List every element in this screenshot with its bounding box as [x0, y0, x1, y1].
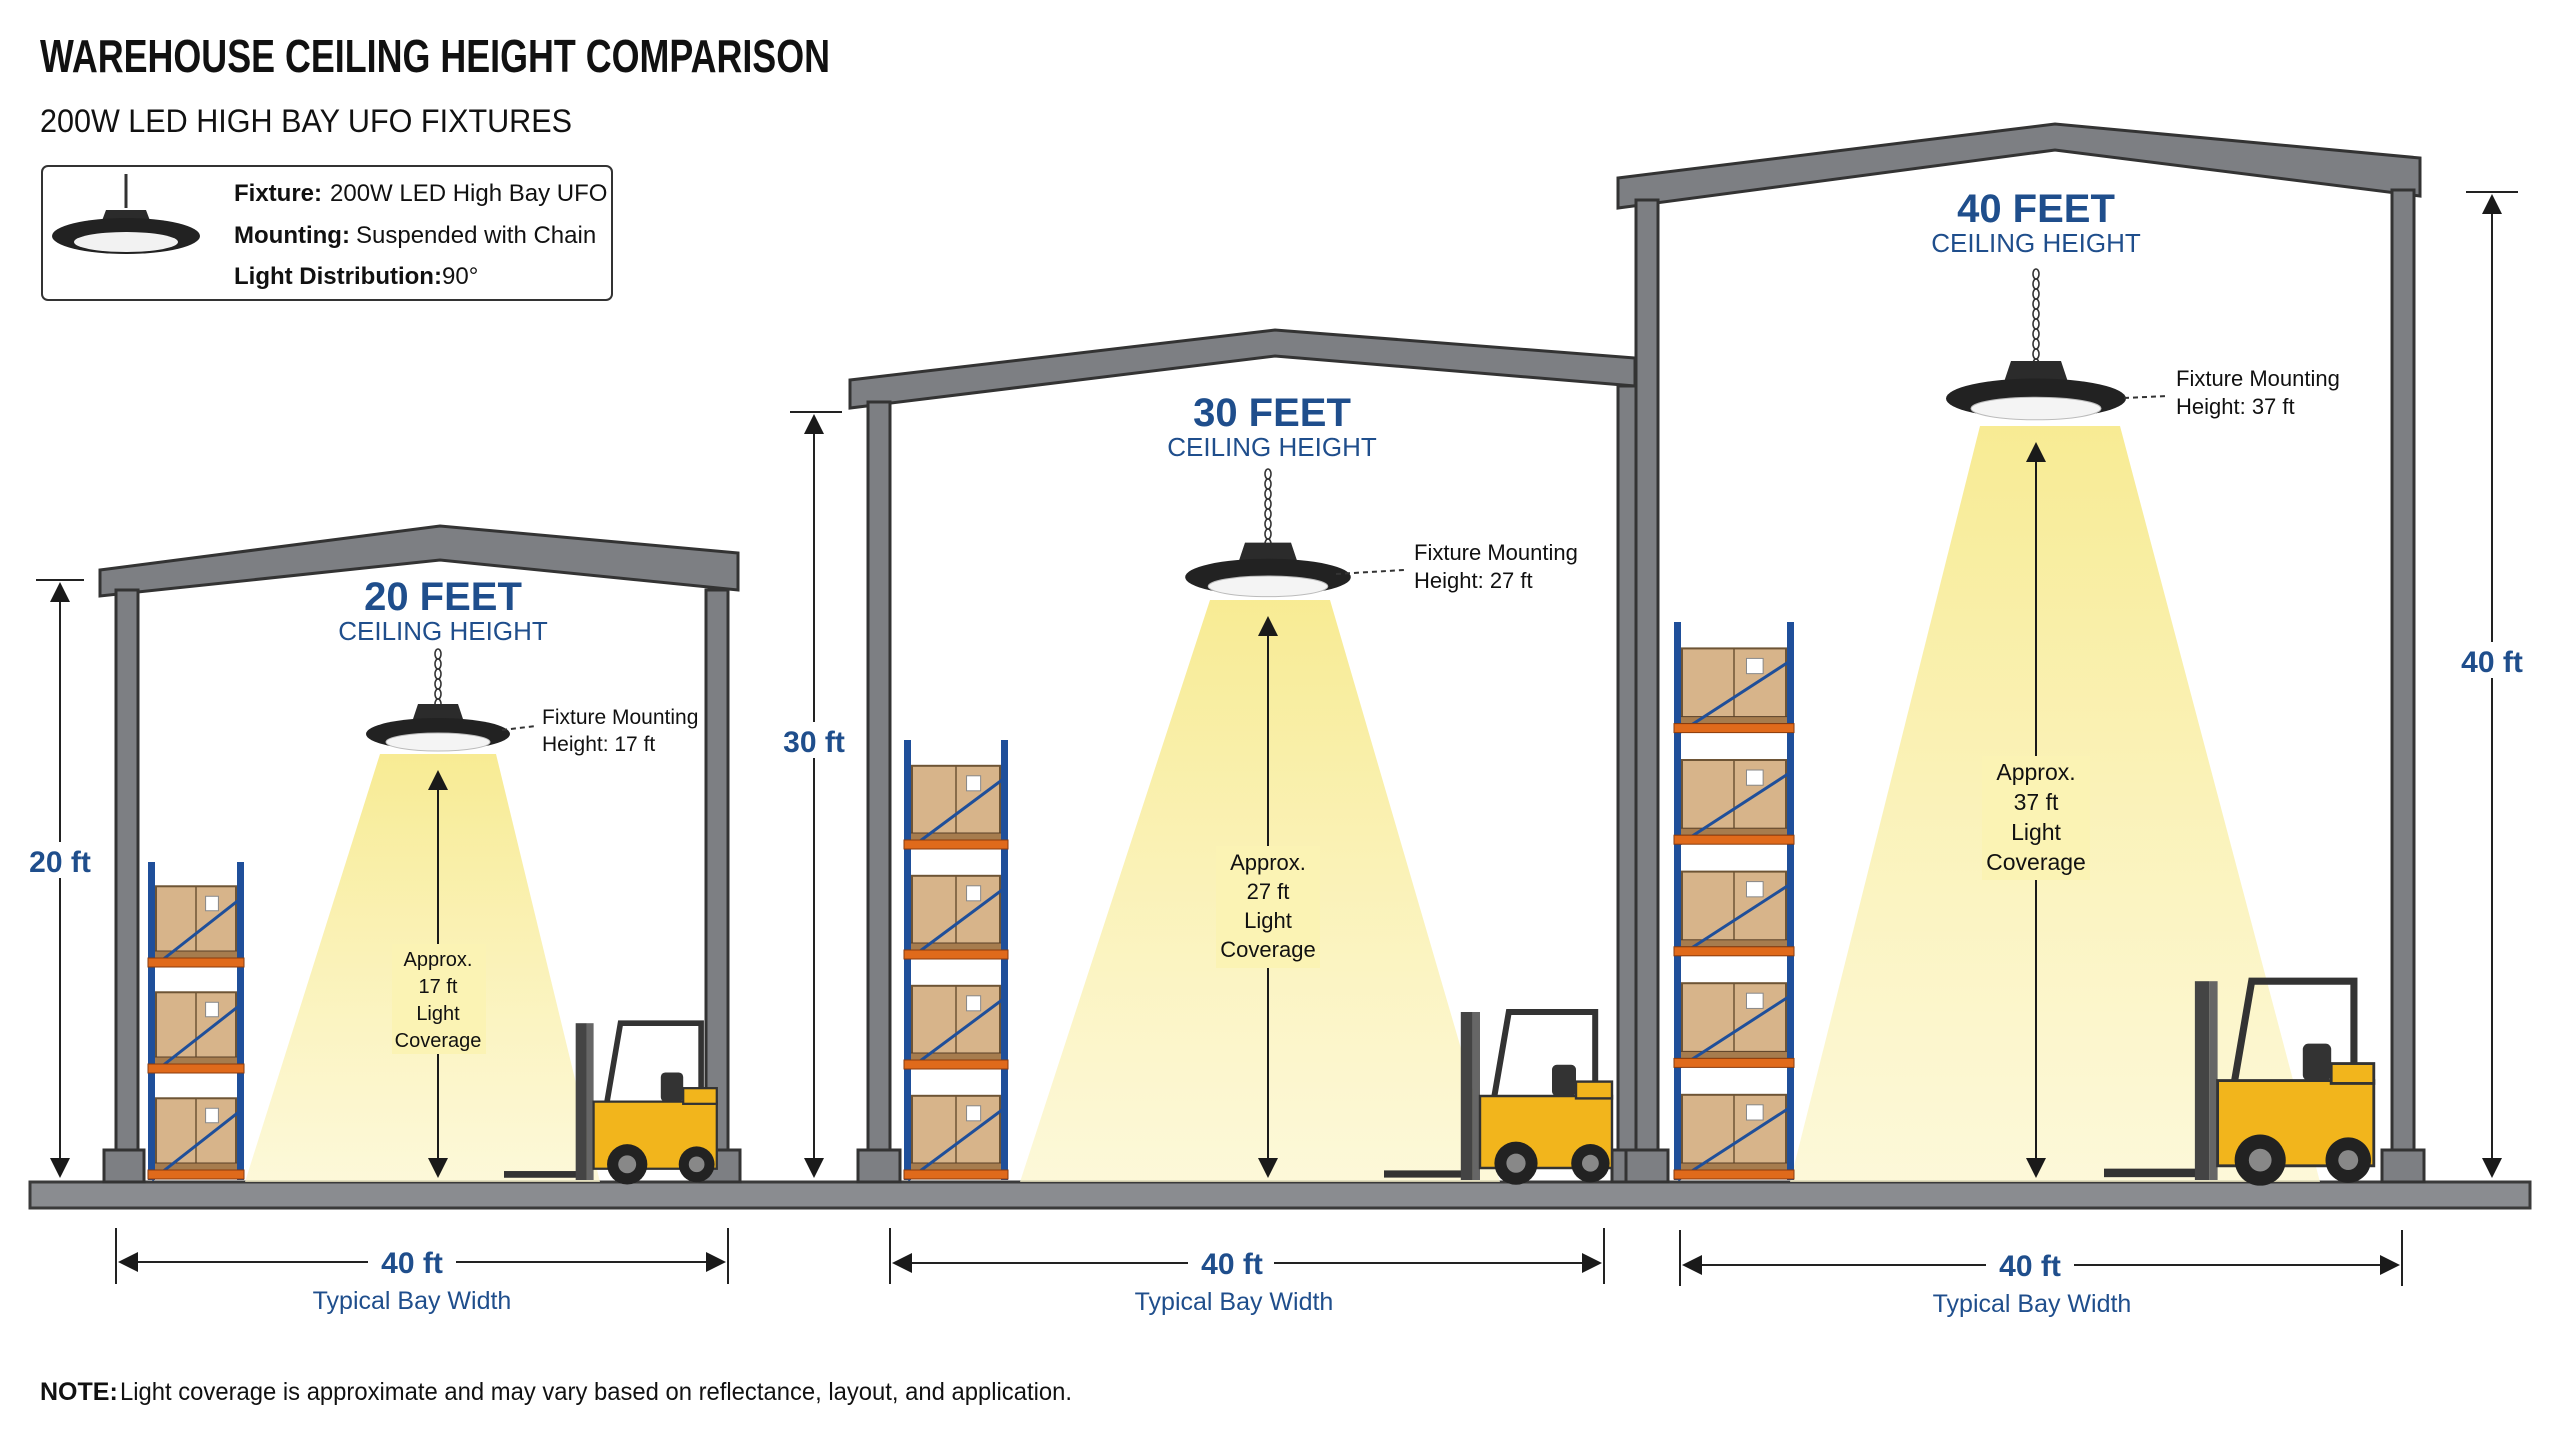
page-subtitle: 200W LED HIGH BAY UFO FIXTURES — [40, 103, 572, 139]
svg-text:Coverage: Coverage — [1986, 849, 2086, 875]
svg-text:Fixture Mounting: Fixture Mounting — [2176, 366, 2340, 391]
bay-3-coverage: Approx. 37 ft Light Coverage — [1982, 442, 2090, 1178]
legend-mounting-value: Suspended with Chain — [356, 222, 596, 249]
cardboard-box — [1679, 1093, 1789, 1171]
svg-text:Light: Light — [2011, 819, 2061, 845]
svg-text:20 FEET: 20 FEET — [364, 575, 522, 619]
svg-text:Approx.: Approx. — [1996, 759, 2075, 785]
svg-text:Fixture Mounting: Fixture Mounting — [542, 706, 698, 729]
forklift-icon — [1384, 1008, 1614, 1185]
cardboard-box — [1679, 982, 1789, 1059]
cardboard-box — [153, 885, 239, 959]
high-bay-fixture-icon — [366, 648, 510, 752]
legend-fixture-value: 200W LED High Bay UFO — [330, 180, 607, 207]
cardboard-box — [909, 764, 1003, 841]
svg-text:Typical Bay Width: Typical Bay Width — [313, 1287, 512, 1315]
bay-2-mount-callout: Fixture Mounting Height: 27 ft — [1335, 540, 1578, 593]
svg-text:Light: Light — [416, 1003, 460, 1025]
svg-text:CEILING HEIGHT: CEILING HEIGHT — [1167, 432, 1377, 462]
bay-3-mount-callout: Fixture Mounting Height: 37 ft — [2123, 366, 2340, 419]
bay-1-coverage: Approx. 17 ft Light Coverage — [392, 770, 486, 1178]
legend-fixture-label: Fixture: — [234, 180, 322, 207]
svg-text:Light: Light — [1244, 908, 1292, 933]
fixture-legend: Fixture: 200W LED High Bay UFO Mounting:… — [41, 165, 613, 301]
forklift-icon — [2104, 977, 2376, 1186]
svg-text:Typical Bay Width: Typical Bay Width — [1933, 1290, 2132, 1318]
legend-distribution-label: Light Distribution: — [234, 263, 442, 290]
svg-text:27 ft: 27 ft — [1247, 879, 1290, 904]
pallet-rack — [1673, 622, 1795, 1182]
svg-text:Typical Bay Width: Typical Bay Width — [1135, 1288, 1334, 1316]
svg-text:Height: 17 ft: Height: 17 ft — [542, 733, 655, 756]
cardboard-box — [909, 984, 1003, 1061]
bay-2-width-dimension: 40 ft Typical Bay Width — [889, 1228, 1605, 1316]
note-text: Light coverage is approximate and may va… — [120, 1378, 1072, 1406]
high-bay-fixture-icon — [1946, 268, 2126, 421]
svg-text:CEILING HEIGHT: CEILING HEIGHT — [1931, 228, 2141, 258]
svg-text:CEILING HEIGHT: CEILING HEIGHT — [338, 616, 548, 646]
svg-text:40 FEET: 40 FEET — [1957, 187, 2115, 231]
svg-text:Approx.: Approx. — [404, 949, 473, 971]
svg-text:Approx.: Approx. — [1230, 850, 1306, 875]
pallet-rack — [903, 740, 1009, 1182]
high-bay-fixture-icon — [1185, 468, 1351, 598]
svg-text:Height: 27 ft: Height: 27 ft — [1414, 568, 1533, 593]
ground-slab — [28, 1180, 2532, 1210]
legend-mounting-label: Mounting: — [234, 222, 350, 249]
bay-3-height-title: 40 FEET CEILING HEIGHT — [1931, 187, 2141, 258]
cardboard-box — [1679, 870, 1789, 948]
svg-text:30 ft: 30 ft — [783, 726, 845, 759]
svg-text:Height: 37 ft: Height: 37 ft — [2176, 394, 2295, 419]
cardboard-box — [1679, 647, 1789, 725]
svg-text:40 ft: 40 ft — [381, 1247, 443, 1280]
svg-text:Fixture Mounting: Fixture Mounting — [1414, 540, 1578, 565]
bay-3-side-dimension: 40 ft — [2456, 191, 2530, 1178]
page-title: WAREHOUSE CEILING HEIGHT COMPARISON — [40, 30, 830, 82]
cardboard-box — [909, 874, 1003, 951]
svg-text:30 FEET: 30 FEET — [1193, 391, 1351, 435]
building-40ft — [1616, 122, 2426, 1184]
bay-1-width-dimension: 40 ft Typical Bay Width — [115, 1228, 729, 1315]
pallet-rack — [147, 862, 245, 1182]
cardboard-box — [153, 991, 239, 1065]
svg-text:Coverage: Coverage — [395, 1030, 482, 1052]
bay-1-side-dimension: 20 ft — [24, 579, 96, 1178]
cardboard-box — [909, 1094, 1003, 1171]
bay-1-height-title: 20 FEET CEILING HEIGHT — [338, 575, 548, 646]
legend-distribution-value: 90° — [442, 263, 478, 290]
forklift-icon — [504, 1020, 718, 1185]
bay-3-width-dimension: 40 ft Typical Bay Width — [1679, 1230, 2403, 1318]
bay-1-mount-callout: Fixture Mounting Height: 17 ft — [501, 706, 698, 756]
svg-text:17 ft: 17 ft — [419, 976, 458, 998]
svg-text:Coverage: Coverage — [1220, 937, 1315, 962]
note-label: NOTE: — [40, 1378, 118, 1406]
legend-fixture-icon — [52, 174, 200, 254]
svg-text:20 ft: 20 ft — [29, 846, 91, 879]
svg-text:37 ft: 37 ft — [2014, 789, 2059, 815]
cardboard-box — [1679, 759, 1789, 836]
bay-2-coverage: Approx. 27 ft Light Coverage — [1216, 616, 1320, 1178]
svg-text:40 ft: 40 ft — [2461, 646, 2523, 679]
svg-text:40 ft: 40 ft — [1999, 1250, 2061, 1283]
cardboard-box — [153, 1097, 239, 1171]
bay-2-height-title: 30 FEET CEILING HEIGHT — [1167, 391, 1377, 462]
bay-2-side-dimension: 30 ft — [778, 411, 850, 1178]
building-20ft — [98, 524, 742, 1184]
svg-text:40 ft: 40 ft — [1201, 1248, 1263, 1281]
